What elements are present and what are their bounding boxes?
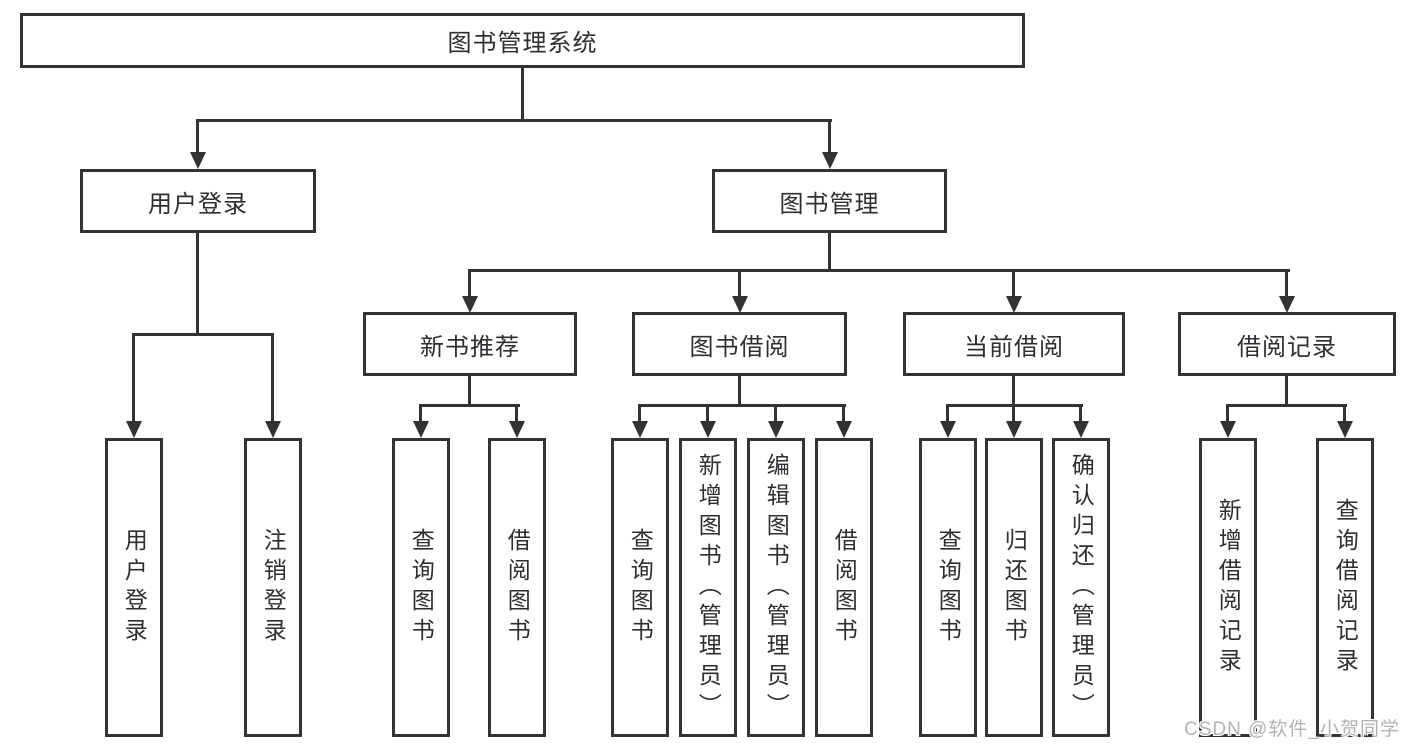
leaf-label: 查询图书 <box>935 527 962 648</box>
connector-line <box>774 404 777 424</box>
connector-line <box>1012 376 1015 407</box>
leaf-label: 借阅图书 <box>504 527 531 648</box>
arrowhead-down-icon <box>940 421 956 438</box>
leaf-label: 确认归还（管理员） <box>1068 452 1095 723</box>
leaf-label: 查询借阅记录 <box>1332 497 1359 678</box>
node-leaf-borrow-books-recommend: 借阅图书 <box>488 438 546 737</box>
node-book-borrow: 图书借阅 <box>632 312 847 376</box>
arrowhead-down-icon <box>822 152 838 169</box>
node-user-login-label: 用户登录 <box>148 190 248 218</box>
arrowhead-down-icon <box>632 421 648 438</box>
connector-line <box>842 404 845 424</box>
connector-line <box>521 68 524 121</box>
arrowhead-down-icon <box>768 421 784 438</box>
node-leaf-query-books-current: 查询图书 <box>919 438 977 737</box>
connector-line <box>638 404 641 424</box>
leaf-label: 借阅图书 <box>831 527 858 648</box>
connector-line <box>706 404 709 424</box>
node-leaf-borrow-books: 借阅图书 <box>815 438 873 737</box>
node-book-management-label: 图书管理 <box>779 190 880 218</box>
arrowhead-down-icon <box>126 421 142 438</box>
leaf-label: 查询图书 <box>627 527 654 648</box>
arrowhead-down-icon <box>836 421 852 438</box>
node-current-borrow: 当前借阅 <box>903 312 1125 376</box>
connector-line <box>738 269 741 297</box>
node-root: 图书管理系统 <box>20 13 1025 68</box>
leaf-label: 用户登录 <box>121 527 148 648</box>
connector-line <box>638 404 846 407</box>
arrowhead-down-icon <box>265 421 281 438</box>
csdn-watermark: CSDN @软件_小贺同学 <box>1184 719 1400 740</box>
connector-line <box>132 333 274 336</box>
leaf-label: 新增图书（管理员） <box>695 452 722 723</box>
node-borrow-records-label: 借阅记录 <box>1237 333 1337 361</box>
arrowhead-down-icon <box>1220 421 1236 438</box>
node-new-book-recommend-label: 新书推荐 <box>420 333 520 361</box>
node-current-borrow-label: 当前借阅 <box>964 333 1064 361</box>
connector-line <box>132 333 135 423</box>
connector-line <box>419 404 422 424</box>
connector-line <box>271 333 274 423</box>
leaf-label: 新增借阅记录 <box>1215 497 1242 678</box>
leaf-label: 编辑图书（管理员） <box>763 452 790 723</box>
node-root-label: 图书管理系统 <box>447 30 598 57</box>
connector-line <box>196 233 199 336</box>
node-leaf-query-borrow-record: 查询借阅记录 <box>1316 438 1374 737</box>
arrowhead-down-icon <box>1006 421 1022 438</box>
arrowhead-down-icon <box>509 421 525 438</box>
node-book-management: 图书管理 <box>712 169 947 233</box>
connector-line <box>828 233 831 272</box>
connector-line <box>196 119 832 122</box>
leaf-label: 注销登录 <box>260 527 287 648</box>
connector-line <box>1226 404 1229 424</box>
node-leaf-add-borrow-record: 新增借阅记录 <box>1199 438 1257 737</box>
connector-line <box>1226 404 1347 407</box>
node-book-borrow-label: 图书借阅 <box>689 333 790 361</box>
arrowhead-down-icon <box>732 296 748 313</box>
arrowhead-down-icon <box>462 296 478 313</box>
leaf-label: 查询图书 <box>408 527 435 648</box>
connector-line <box>1285 269 1288 297</box>
connector-line <box>946 404 949 424</box>
arrowhead-down-icon <box>413 421 429 438</box>
connector-line <box>738 376 741 407</box>
connector-line <box>419 404 520 407</box>
connector-line <box>196 119 199 155</box>
arrowhead-down-icon <box>1279 296 1295 313</box>
node-new-book-recommend: 新书推荐 <box>363 312 577 376</box>
node-leaf-add-book-admin: 新增图书（管理员） <box>679 438 737 737</box>
node-borrow-records: 借阅记录 <box>1178 312 1396 376</box>
connector-line <box>1079 404 1082 424</box>
connector-line <box>468 376 471 407</box>
arrowhead-down-icon <box>190 152 206 169</box>
connector-line <box>468 269 471 297</box>
arrowhead-down-icon <box>1006 296 1022 313</box>
node-leaf-query-books-recommend: 查询图书 <box>392 438 450 737</box>
node-user-login: 用户登录 <box>80 169 316 233</box>
connector-line <box>515 404 518 424</box>
connector-line <box>1012 404 1015 424</box>
connector-line <box>1343 404 1346 424</box>
node-leaf-logout: 注销登录 <box>244 438 302 737</box>
connector-line <box>468 269 1290 272</box>
arrowhead-down-icon <box>700 421 716 438</box>
arrowhead-down-icon <box>1073 421 1089 438</box>
node-leaf-confirm-return-admin: 确认归还（管理员） <box>1052 438 1110 737</box>
connector-line <box>1285 376 1288 407</box>
node-leaf-user-login: 用户登录 <box>105 438 163 737</box>
node-leaf-return-book: 归还图书 <box>985 438 1043 737</box>
arrowhead-down-icon <box>1337 421 1353 438</box>
leaf-label: 归还图书 <box>1001 527 1028 648</box>
connector-line <box>828 119 831 155</box>
node-leaf-edit-book-admin: 编辑图书（管理员） <box>747 438 805 737</box>
node-leaf-query-books-borrow: 查询图书 <box>611 438 669 737</box>
connector-line <box>1012 269 1015 297</box>
